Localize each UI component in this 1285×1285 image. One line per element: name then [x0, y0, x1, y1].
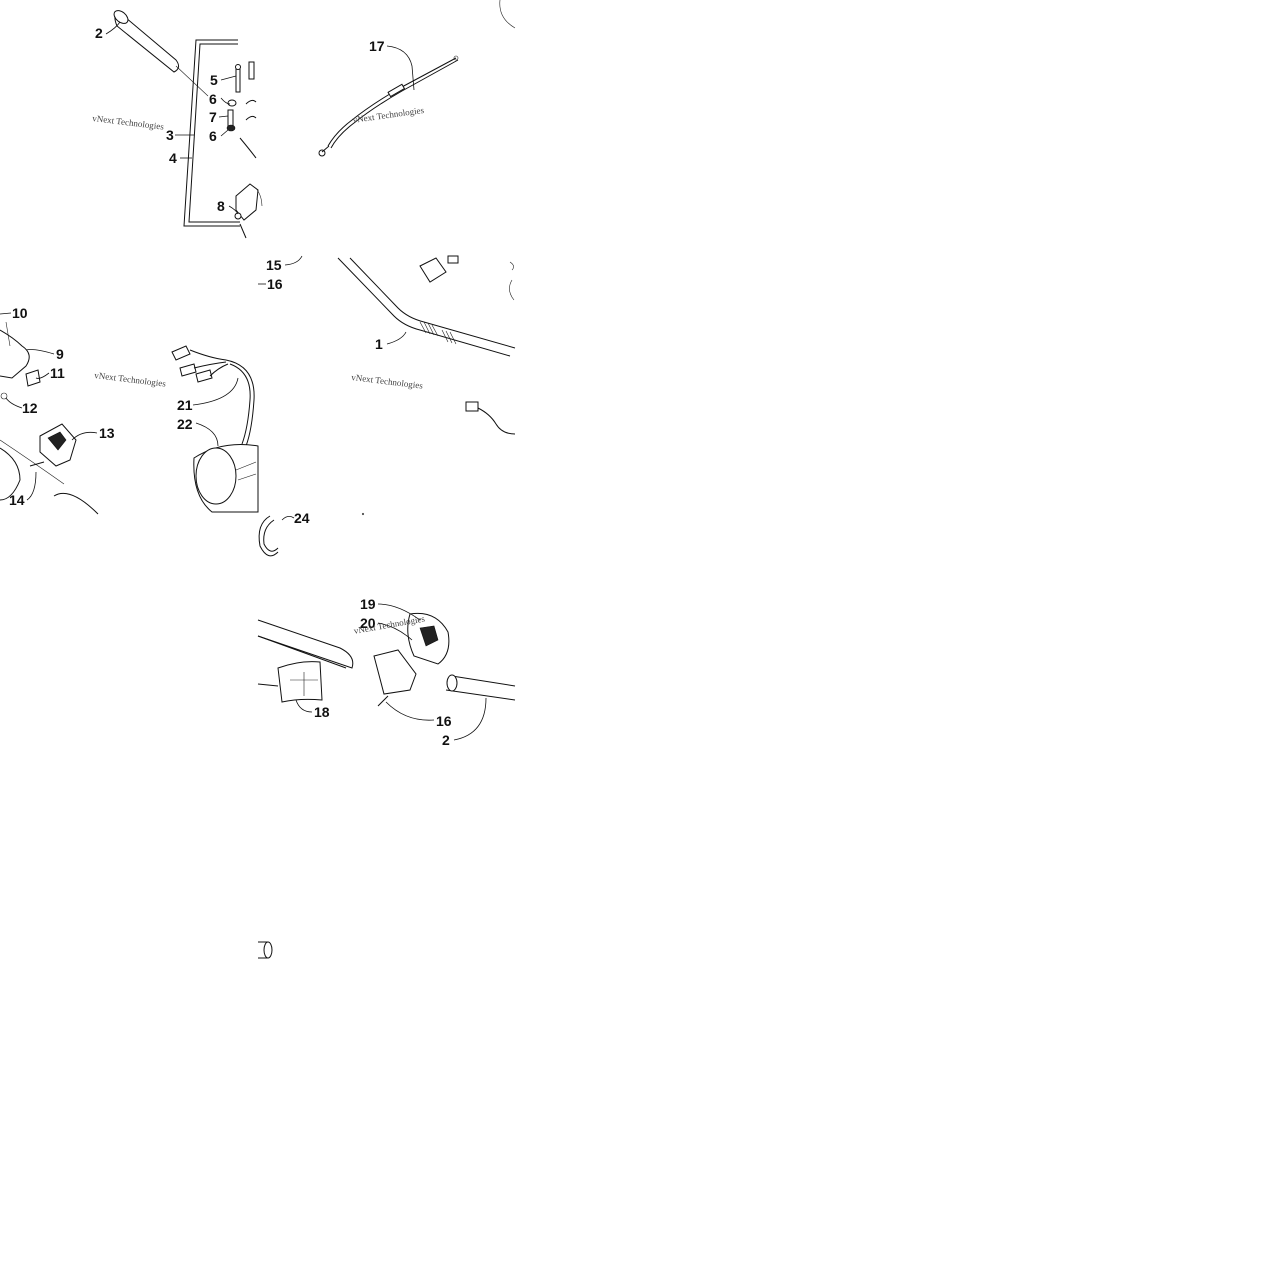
callout-5: 5	[210, 72, 218, 88]
callout-14: 14	[9, 492, 25, 508]
end-cap	[258, 941, 273, 959]
callout-7: 7	[209, 109, 217, 125]
callout-24: 24	[294, 510, 310, 526]
pad-22	[193, 444, 259, 513]
wiring-harness-21	[171, 345, 255, 447]
hardware-stack	[226, 61, 263, 239]
callout-22: 22	[177, 416, 193, 432]
handlebar	[337, 255, 516, 435]
callout-20: 20	[360, 615, 376, 631]
handlebar-right-section	[257, 612, 516, 707]
corner-arc	[499, 0, 516, 29]
callout-16: 16	[267, 276, 283, 292]
lever-stub	[53, 492, 99, 515]
callout-17: 17	[369, 38, 385, 54]
leader-lines	[0, 21, 487, 741]
callout-4: 4	[169, 150, 177, 166]
callout-21: 21	[177, 397, 193, 413]
callout-9: 9	[56, 346, 64, 362]
callout-2: 2	[442, 732, 450, 748]
grip-part	[113, 10, 209, 97]
callout-1: 1	[375, 336, 383, 352]
switch-housing-left	[0, 321, 65, 501]
callout-3: 3	[166, 127, 174, 143]
callout-16: 16	[436, 713, 452, 729]
clip-24	[258, 512, 365, 557]
callout-6: 6	[209, 91, 217, 107]
callout-19: 19	[360, 596, 376, 612]
callout-2: 2	[95, 25, 103, 41]
bracket-outline	[183, 39, 240, 227]
callout-8: 8	[217, 198, 225, 214]
callout-18: 18	[314, 704, 330, 720]
throttle-cable	[318, 55, 459, 157]
callout-11: 11	[50, 365, 65, 381]
callout-10: 10	[12, 305, 28, 321]
callout-12: 12	[22, 400, 38, 416]
callout-15: 15	[266, 257, 282, 273]
callout-6: 6	[209, 128, 217, 144]
callout-13: 13	[99, 425, 115, 441]
switch-13-housing	[39, 423, 77, 467]
